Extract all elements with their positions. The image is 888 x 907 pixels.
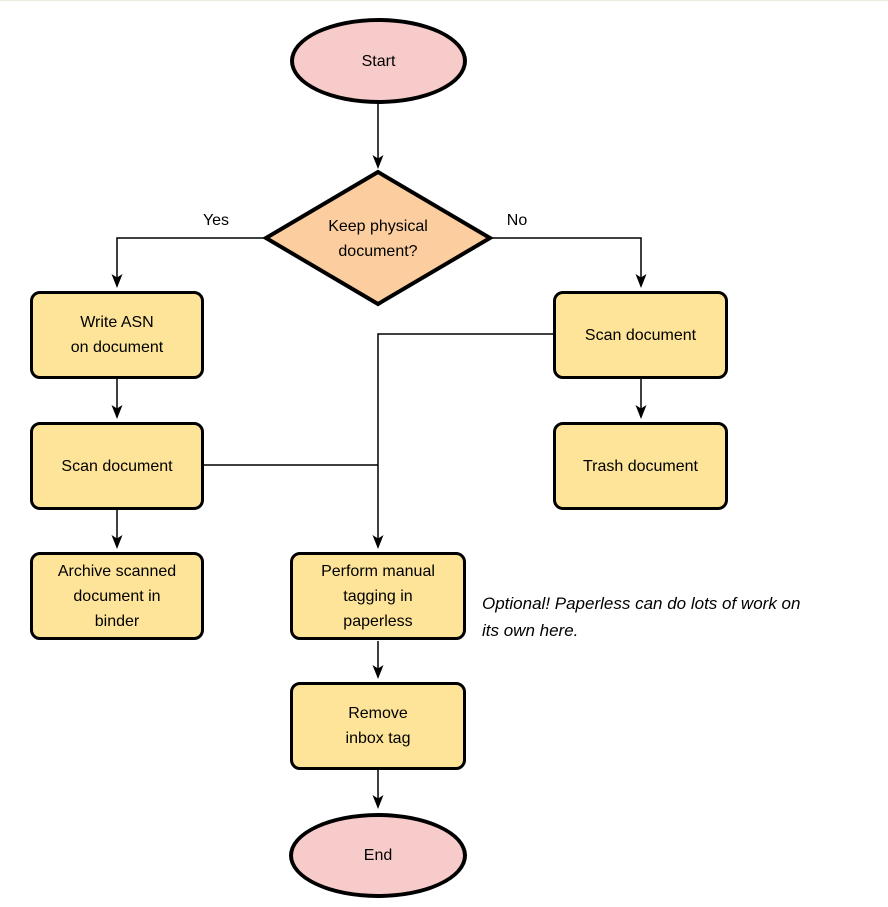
scan-document-left-node: Scan document — [30, 422, 204, 510]
scan-document-left-node-label: Scan document — [61, 457, 173, 475]
start-node-label: Start — [361, 52, 396, 70]
optional-note: Optional! Paperless can do lots of work … — [482, 594, 801, 640]
scan-document-right-node: Scan document — [553, 291, 728, 379]
remove-inbox-tag-node-label: Remove inbox tag — [345, 705, 411, 747]
end-node: End — [289, 813, 467, 898]
scan-document-right-node-label: Scan document — [584, 326, 697, 344]
end-node-label: End — [363, 847, 393, 864]
write-asn-node-label: Write ASN on document — [70, 314, 164, 356]
manual-tagging-node: Perform manual tagging in paperless — [290, 552, 466, 640]
start-node: Start — [290, 18, 467, 104]
bottom-edge-divider — [0, 0, 888, 1]
manual-tagging-node-label: Perform manual tagging in paperless — [321, 562, 435, 630]
edge-decision-no-to-scan-right — [490, 237, 647, 288]
decision-node-label-box: Keep physical document? — [288, 213, 468, 265]
edge-label-no: No — [506, 212, 528, 229]
archive-node: Archive scanned document in binder — [30, 552, 204, 640]
trash-document-node-label: Trash document — [582, 457, 698, 475]
edge-label-yes: Yes — [202, 212, 230, 229]
trash-document-node: Trash document — [553, 422, 728, 510]
decision-node-label: Keep physical document? — [328, 218, 428, 260]
write-asn-node: Write ASN on document — [30, 291, 204, 379]
edge-scan-right-to-tagging — [372, 333, 553, 549]
decision-diamond-shape — [262, 169, 494, 307]
archive-node-label: Archive scanned document in binder — [57, 562, 177, 630]
remove-inbox-tag-node: Remove inbox tag — [290, 682, 466, 770]
edge-decision-yes-to-write-asn — [111, 237, 266, 288]
